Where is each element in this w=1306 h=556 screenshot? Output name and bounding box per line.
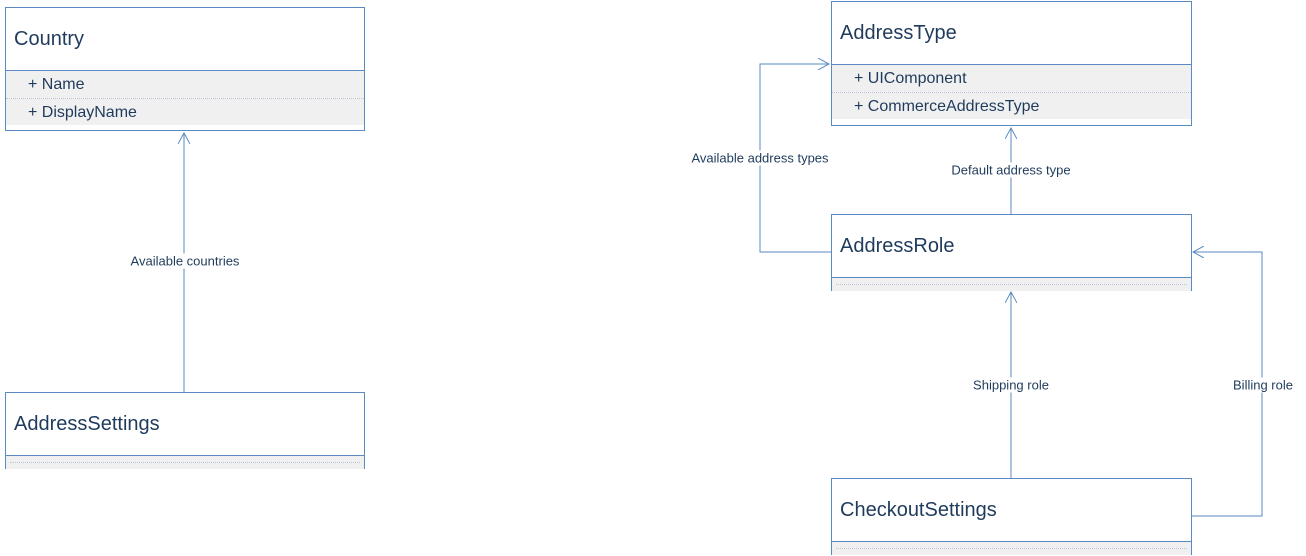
- attributes-compartment: + UIComponent + CommerceAddressType: [832, 64, 1191, 119]
- attribute: + DisplayName: [6, 98, 364, 125]
- class-title: AddressType: [832, 2, 1191, 64]
- class-address-settings[interactable]: AddressSettings: [5, 392, 365, 469]
- class-checkout-settings[interactable]: CheckoutSettings: [831, 478, 1192, 555]
- attribute: + Name: [28, 76, 85, 93]
- label-available-address-types: Available address types: [689, 150, 831, 166]
- attributes-compartment: [832, 541, 1191, 555]
- label-available-countries: Available countries: [128, 253, 242, 269]
- attribute: + UIComponent: [854, 70, 967, 87]
- class-address-type[interactable]: AddressType + UIComponent + CommerceAddr…: [831, 1, 1192, 126]
- attribute: + CommerceAddressType: [832, 92, 1191, 119]
- class-country[interactable]: Country + Name + DisplayName: [5, 7, 365, 131]
- class-address-role[interactable]: AddressRole: [831, 214, 1192, 291]
- attributes-compartment: + Name + DisplayName: [6, 70, 364, 125]
- class-title: AddressRole: [832, 215, 1191, 277]
- label-default-address-type: Default address type: [949, 162, 1073, 178]
- class-title: CheckoutSettings: [832, 479, 1191, 541]
- attributes-compartment: [832, 277, 1191, 291]
- attributes-compartment: [6, 455, 364, 469]
- class-title: AddressSettings: [6, 393, 364, 455]
- class-title: Country: [6, 8, 364, 70]
- label-shipping-role: Shipping role: [971, 377, 1051, 393]
- label-billing-role: Billing role: [1231, 377, 1295, 393]
